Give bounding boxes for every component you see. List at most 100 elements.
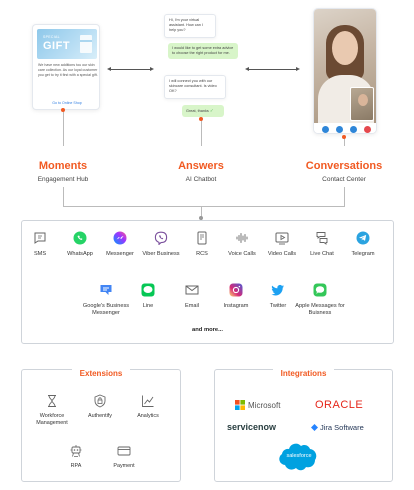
messenger-icon	[113, 231, 127, 245]
chat-bubble-bot: I will connect you with our skincare con…	[164, 75, 226, 99]
live-chat-icon	[316, 232, 328, 245]
jira-name: Jira Software	[320, 423, 364, 432]
channel-label: Line	[142, 303, 154, 309]
channels-panel: SMS WhatsApp Messenger Viber Business RC…	[21, 220, 394, 344]
extension-authentify[interactable]: Authentify	[78, 394, 122, 420]
microsoft-squares-icon	[235, 400, 245, 410]
end-call-icon[interactable]	[363, 125, 371, 133]
connector-dot	[342, 135, 346, 139]
extension-label: Workforce Management	[36, 413, 68, 426]
extension-workforce-management[interactable]: Workforce Management	[30, 394, 74, 426]
connector-answers-conversations	[248, 69, 298, 70]
channel-apple-messages[interactable]: Apple Messages for Buisness	[292, 283, 348, 317]
channel-label: Video Calls	[267, 251, 297, 257]
section-subtitle-answers: AI Chatbot	[185, 176, 217, 183]
bracket-left	[63, 187, 64, 206]
jira-diamond-icon	[311, 424, 318, 431]
video-controls	[314, 123, 376, 133]
channel-sms[interactable]: SMS	[18, 231, 62, 258]
arrow-left-icon	[245, 66, 249, 71]
chatbot-conversation: Hi, I'm your virtual assistant. How can …	[160, 10, 242, 118]
channel-video-calls[interactable]: Video Calls	[260, 231, 304, 258]
channel-viber[interactable]: Viber Business	[139, 231, 183, 258]
and-more-label: and more...	[192, 327, 223, 333]
extension-label: Payment	[113, 463, 135, 469]
channel-telegram[interactable]: Telegram	[341, 231, 385, 258]
mute-icon[interactable]	[321, 125, 329, 133]
bracket-bottom	[63, 206, 345, 207]
video-call-window	[313, 8, 377, 134]
rpa-icon	[70, 445, 82, 457]
online-shop-link[interactable]: Go to Online Shop	[52, 101, 82, 105]
salesforce-name: salesforce	[286, 453, 312, 459]
camera-icon[interactable]	[335, 125, 343, 133]
channel-live-chat[interactable]: Live Chat	[300, 231, 344, 258]
analytics-icon	[142, 395, 154, 407]
chat-bubble-user: Great, thanks ✓	[182, 105, 224, 118]
channel-voice-calls[interactable]: Voice Calls	[220, 231, 264, 258]
promo-message: We have new additions tou our skin care …	[38, 63, 98, 77]
channel-google-business-messages[interactable]: Google's Business Messenger	[76, 283, 136, 317]
channel-label: SMS	[33, 251, 47, 257]
arrow-left-icon	[107, 66, 111, 71]
connector-dot	[199, 117, 203, 121]
connector-answers	[201, 120, 202, 146]
section-title-moments: Moments	[38, 160, 88, 172]
gift-product-icon	[80, 35, 92, 53]
channel-instagram[interactable]: Instagram	[214, 283, 258, 310]
rcs-icon	[197, 231, 207, 245]
channel-twitter[interactable]: Twitter	[256, 283, 300, 310]
agent-face	[332, 31, 358, 65]
extensions-title-wrap: Extensions	[22, 363, 180, 381]
self-video-feed	[350, 87, 374, 121]
payment-card-icon	[117, 446, 131, 456]
channel-label: Instagram	[223, 303, 249, 309]
jira-logo: Jira Software	[311, 423, 364, 432]
channel-label: RCS	[196, 251, 208, 257]
integrations-title-wrap: Integrations	[215, 363, 392, 381]
screen-share-icon[interactable]	[349, 125, 357, 133]
channel-label: Live Chat	[310, 251, 334, 257]
salesforce-logo: salesforce	[279, 443, 319, 471]
voice-calls-icon	[236, 233, 248, 243]
self-face	[358, 94, 368, 106]
gift-banner-title: GIFT	[43, 40, 71, 52]
channel-line[interactable]: Line	[126, 283, 170, 310]
extension-rpa[interactable]: RPA	[54, 444, 98, 470]
extension-label: Analytics	[137, 413, 159, 419]
sms-icon	[34, 232, 46, 244]
channel-label: Viber Business	[142, 251, 180, 257]
extension-payment[interactable]: Payment	[102, 444, 146, 470]
connector-moments-answers	[110, 69, 152, 70]
oracle-logo: ORACLE	[315, 399, 364, 411]
channel-email[interactable]: Email	[170, 283, 214, 310]
section-subtitle-moments: Engagement Hub	[37, 176, 89, 183]
whatsapp-icon	[73, 231, 87, 245]
connector-dot	[61, 108, 65, 112]
google-business-messages-icon	[100, 285, 112, 295]
channel-rcs[interactable]: RCS	[180, 231, 224, 258]
connector-conversations	[344, 138, 345, 146]
channel-messenger[interactable]: Messenger	[98, 231, 142, 258]
channel-label: Messenger	[106, 251, 134, 257]
microsoft-logo: Microsoft	[235, 400, 280, 410]
section-title-conversations: Conversations	[305, 160, 383, 172]
gift-banner: SPECIAL GIFT	[37, 29, 97, 59]
channel-label: Apple Messages for Buisness	[295, 303, 345, 316]
email-icon	[185, 285, 199, 295]
instagram-icon	[229, 283, 243, 297]
extension-analytics[interactable]: Analytics	[126, 394, 170, 420]
video-calls-icon	[275, 232, 289, 245]
connector-moments	[63, 112, 64, 146]
chat-bubble-user: I would like to get some extra advice to…	[168, 43, 238, 60]
integrations-panel: Integrations Microsoft ORACLE servicenow…	[214, 369, 393, 482]
channel-whatsapp[interactable]: WhatsApp	[58, 231, 102, 258]
servicenow-logo: servicenow	[227, 422, 277, 432]
salesforce-cloud-icon	[279, 443, 317, 471]
chat-bubble-text: Great, thanks	[186, 109, 209, 113]
connector-dot	[199, 216, 203, 220]
bracket-right	[344, 187, 345, 206]
integrations-title: Integrations	[272, 369, 335, 378]
extensions-panel: Extensions Workforce Management Authenti…	[21, 369, 181, 482]
agent-video-feed	[314, 9, 376, 123]
